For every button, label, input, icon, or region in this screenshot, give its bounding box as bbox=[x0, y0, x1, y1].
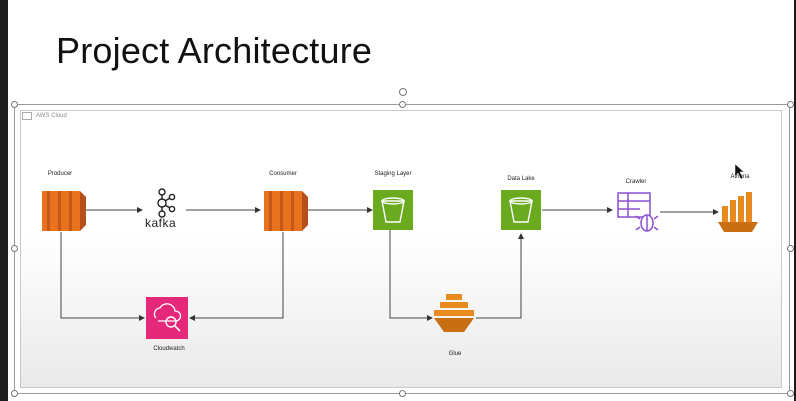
resize-handle-right[interactable] bbox=[787, 245, 794, 252]
athena-icon[interactable] bbox=[718, 192, 758, 232]
connectors bbox=[60, 207, 719, 321]
kafka-label: kafka bbox=[145, 216, 177, 230]
glue-crawler-icon[interactable] bbox=[617, 192, 659, 232]
aws-cloud-label: AWS Cloud bbox=[36, 113, 67, 119]
resize-handle-top[interactable] bbox=[399, 101, 406, 108]
aws-cloud-group bbox=[20, 110, 782, 388]
cloudwatch-label: Cloudwatch bbox=[153, 346, 185, 352]
resize-handle-bl[interactable] bbox=[11, 390, 18, 397]
arrow-consumer-cloudwatch bbox=[189, 232, 284, 321]
consumer-ec2-icon[interactable] bbox=[264, 191, 308, 231]
aws-cloud-icon bbox=[22, 112, 32, 120]
crawler-label: Crawler bbox=[625, 179, 647, 185]
glue-icon[interactable] bbox=[434, 294, 474, 332]
arrow-staging-glue bbox=[389, 230, 433, 321]
resize-handle-tr[interactable] bbox=[787, 101, 794, 108]
datalake-s3-bucket-icon[interactable] bbox=[501, 190, 541, 230]
resize-handle-left[interactable] bbox=[11, 245, 18, 252]
consumer-label: Consumer bbox=[269, 171, 297, 177]
rotate-handle[interactable] bbox=[399, 88, 407, 96]
arrow-producer-cloudwatch bbox=[60, 232, 145, 321]
glue-label: Glue bbox=[448, 351, 462, 357]
slide-title: Project Architecture bbox=[56, 30, 373, 71]
athena-label: Athena bbox=[730, 174, 750, 180]
producer-label: Producer bbox=[47, 171, 73, 177]
resize-handle-tl[interactable] bbox=[11, 101, 18, 108]
staging-layer-label: Staging Layer bbox=[374, 171, 412, 177]
kafka-icon[interactable] bbox=[157, 188, 176, 218]
resize-handle-br[interactable] bbox=[787, 390, 794, 397]
producer-ec2-icon[interactable] bbox=[42, 191, 86, 231]
cloudwatch-icon[interactable] bbox=[146, 297, 188, 339]
data-lake-label: Data Lake bbox=[507, 176, 535, 182]
staging-s3-bucket-icon[interactable] bbox=[373, 190, 413, 230]
mouse-cursor bbox=[734, 163, 745, 180]
left-gutter bbox=[0, 0, 8, 401]
arrow-glue-datalake bbox=[476, 233, 524, 319]
resize-handle-bottom[interactable] bbox=[399, 390, 406, 397]
